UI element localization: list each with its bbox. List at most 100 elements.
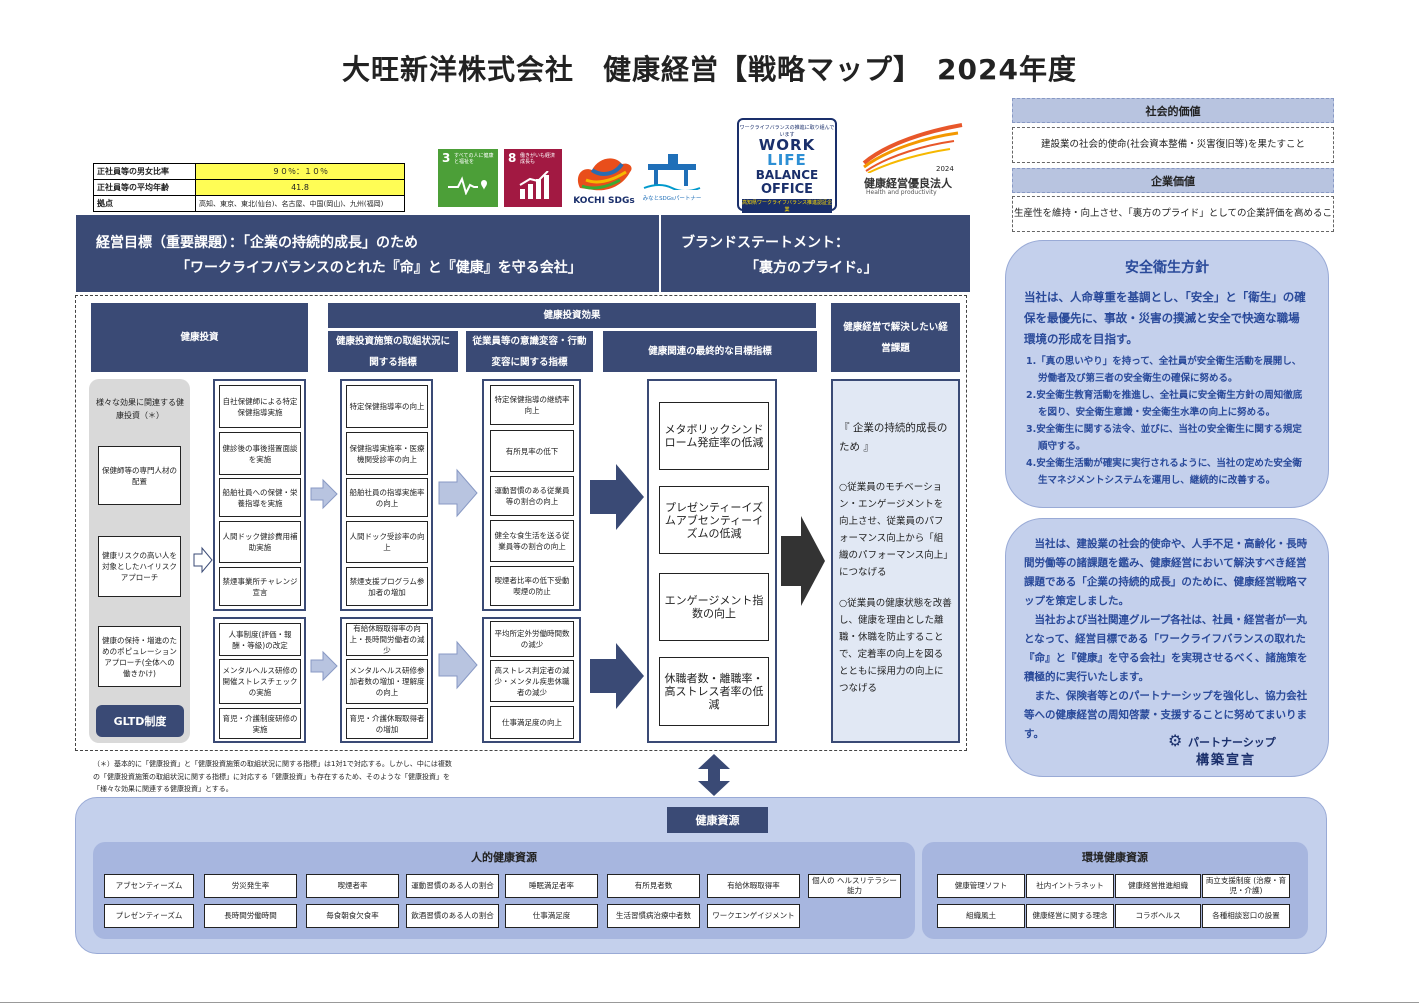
resource-item: 飲酒習慣のある人の割合	[406, 904, 499, 928]
resource-item: プレゼンティーズム	[104, 904, 194, 928]
awareness-indicators-group	[482, 617, 581, 743]
heartbeat-icon	[448, 176, 487, 195]
list-item: 人間ドック健診費用補助実施	[219, 521, 301, 563]
list-item: 平均所定外労働時間数の減少	[490, 621, 574, 657]
list-item: 特定保健指導率の向上	[346, 385, 428, 428]
resource-item: 有所見者数	[607, 874, 700, 898]
gear-icon: ⚙	[1168, 731, 1183, 750]
list-item: 育児・介護制度研修の実施	[219, 708, 301, 739]
list-item: 健診後の事後措置面談を実施	[219, 432, 301, 475]
strategy-map	[75, 295, 967, 751]
measure-indicators-group	[340, 379, 433, 611]
final-indicators-group	[647, 379, 777, 743]
resource-item: 組織風土	[937, 904, 1025, 928]
right-arrow-icon	[193, 546, 213, 574]
final-indicator: プレゼンティーイズムアブセンティーイズムの低減	[659, 486, 769, 554]
final-indicator: 休職者数・離職率・高ストレス者率の低減	[659, 657, 769, 726]
header-business-issue: 健康経営で解決したい経営課題	[831, 303, 960, 372]
growth-chart-icon	[519, 171, 549, 199]
list-item: メンタルヘルス研修参加者数の増加・理解度の向上	[346, 659, 428, 704]
resource-item: 睡眠満足者率	[505, 874, 598, 898]
resource-item: 労災発生率	[204, 874, 297, 898]
list-item: 船舶社員への保健・栄養指導を実施	[219, 478, 301, 517]
investment-item: 健康リスクの高い人を対象としたハイリスクアプローチ	[98, 536, 181, 597]
kenko-keiei-logo: 2024 健康経営優良法人 Health and productivity	[858, 123, 968, 203]
right-arrow-icon	[590, 643, 644, 709]
resource-item: 健康管理ソフト	[937, 874, 1025, 898]
social-value-header: 社会的価値	[1012, 98, 1334, 123]
investment-measures-group	[213, 617, 306, 743]
list-item: 特定保健指導の継続率向上	[490, 385, 574, 425]
list-item: 有所見率の低下	[490, 430, 574, 472]
minato-sdgs-logo: みなとSDGsパートナー	[640, 150, 704, 208]
header-awareness-indicators: 従業員等の意識変容・行動変容に関する指標	[466, 331, 593, 372]
policy-intro: 当社は、人命尊重を基調とし、「安全」と「衛生」の確保を最優先に、事故・災害の撲滅…	[1024, 290, 1306, 346]
right-arrow-icon	[438, 640, 478, 690]
resource-item: アブセンティーズム	[104, 874, 194, 898]
final-indicator: エンゲージメント指数の向上	[659, 573, 769, 641]
list-item: 禁煙事業所チャレンジ宣言	[219, 567, 301, 606]
page-bottom-rule	[0, 1002, 1419, 1003]
management-goal-banner: 経営目標（重要課題）：「企業の持続的成長」のため 「ワークライフバランスのとれた…	[76, 215, 659, 292]
list-item: 仕事満足度の向上	[490, 706, 574, 739]
corporate-value-header: 企業価値	[1012, 168, 1334, 193]
list-item: 有給休暇取得率の向上・長時間労働者の減少	[346, 623, 428, 656]
right-arrow-icon	[590, 464, 644, 530]
header-final-indicators: 健康関連の最終的な目標指標	[603, 331, 817, 372]
resource-item: 健康経営推進組織	[1115, 874, 1201, 898]
statement-panel: 当社は、建設業の社会的使命や、人手不足・高齢化・長時間労働等の諸課題を鑑み、健康…	[1005, 518, 1329, 777]
table-row: 拠点高知、東京、東北(仙台)、名古屋、中国(岡山)、九州(福岡)	[93, 195, 405, 212]
brand-statement-banner: ブランドステートメント： 「裏方のプライド。」	[661, 215, 970, 292]
resource-item: 喫煙者率	[306, 874, 399, 898]
kochi-sdgs-logo: KOCHI SDGs	[570, 150, 638, 208]
policy-title: 安全衛生方針	[1125, 260, 1209, 276]
list-item: 4.安全衛生活動が確実に実行されるように、当社の定めた安全衛生マネジメントシステ…	[1026, 458, 1302, 486]
resource-item: 長時間労働時間	[204, 904, 297, 928]
resource-item: 社内イントラネット	[1026, 874, 1114, 898]
list-item: 育児・介護休暇取得者の増加	[346, 708, 428, 739]
resource-item: 仕事満足度	[505, 904, 598, 928]
right-arrow-icon	[781, 516, 825, 606]
crane-icon	[643, 154, 701, 192]
list-item: 船舶社員の指導実施率の向上	[346, 478, 428, 517]
investment-item: 保健師等の専門人材の配置	[98, 446, 181, 505]
sdg3-logo: 3 すべての人に健康と福祉を	[438, 149, 498, 207]
list-item: 3.安全衛生に関する法令、並びに、当社の安全衛生に関する規定順守する。	[1026, 424, 1302, 452]
final-indicator: メタボリックシンドローム発症率の低減	[659, 402, 769, 470]
list-item: メンタルヘルス研修の開催ストレスチェックの実施	[219, 659, 301, 704]
header-investment-effect: 健康投資効果	[328, 303, 816, 328]
resource-item: 生活習慣病治療中者数	[607, 904, 700, 928]
list-item: 健全な食生活を送る従業員等の割合の向上	[490, 520, 574, 562]
health-resources-title: 健康資源	[667, 807, 768, 833]
human-resources-title: 人的健康資源	[471, 851, 537, 864]
list-item: 喫煙者比率の低下受動喫煙の防止	[490, 566, 574, 606]
resource-item: 健康経営に関する理念	[1026, 904, 1114, 928]
investment-label: 様々な効果に関連する健康投資（＊）	[96, 398, 184, 420]
policy-list: 1.「真の思いやり」を持って、全社員が安全衛生活動を展開し、労働者及び第三者の安…	[1006, 350, 1328, 489]
page-title: 大旺新洋株式会社 健康経営【戦略マップ】 2024年度	[342, 53, 1077, 86]
right-arrow-icon	[310, 478, 338, 510]
list-item: 人事制度(評価・報酬・等級)の改定	[219, 623, 301, 656]
gltd-badge: GLTD制度	[96, 705, 184, 737]
swoosh-icon	[862, 123, 963, 174]
investment-measures-group	[213, 379, 306, 611]
corporate-value-text: 生産性を維持・向上させ、「裏方のプライド」としての企業評価を高めること	[1012, 196, 1334, 253]
list-item: 人間ドック受診率の向上	[346, 521, 428, 563]
double-arrow-icon	[698, 754, 730, 796]
right-arrow-icon	[310, 650, 338, 682]
bird-icon	[577, 158, 632, 191]
list-item: 運動習慣のある従業員等の割合の向上	[490, 476, 574, 516]
header-measure-indicators: 健康投資施策の取組状況に関する指標	[328, 331, 458, 372]
safety-policy-panel: 安全衛生方針 当社は、人命尊重を基調とし、「安全」と「衛生」の確保を最優先に、事…	[1005, 240, 1329, 508]
resource-item: 運動習慣のある人の割合	[406, 874, 499, 898]
environment-resources-title: 環境健康資源	[1082, 851, 1148, 864]
resource-item: 個人の ヘルスリテラシー能力	[808, 874, 901, 898]
investment-item: 健康の保持・増進のためのポピュレーションアプローチ(全体への働きかけ)	[98, 626, 181, 687]
list-item: 禁煙支援プログラム参加者の増加	[346, 567, 428, 606]
footnote: （＊）基本的に「健康投資」と「健康投資施策の取組状況に関する指標」は1対1で対応…	[93, 760, 452, 793]
awareness-indicators-group	[482, 379, 581, 611]
resource-item: コラボヘルス	[1115, 904, 1201, 928]
